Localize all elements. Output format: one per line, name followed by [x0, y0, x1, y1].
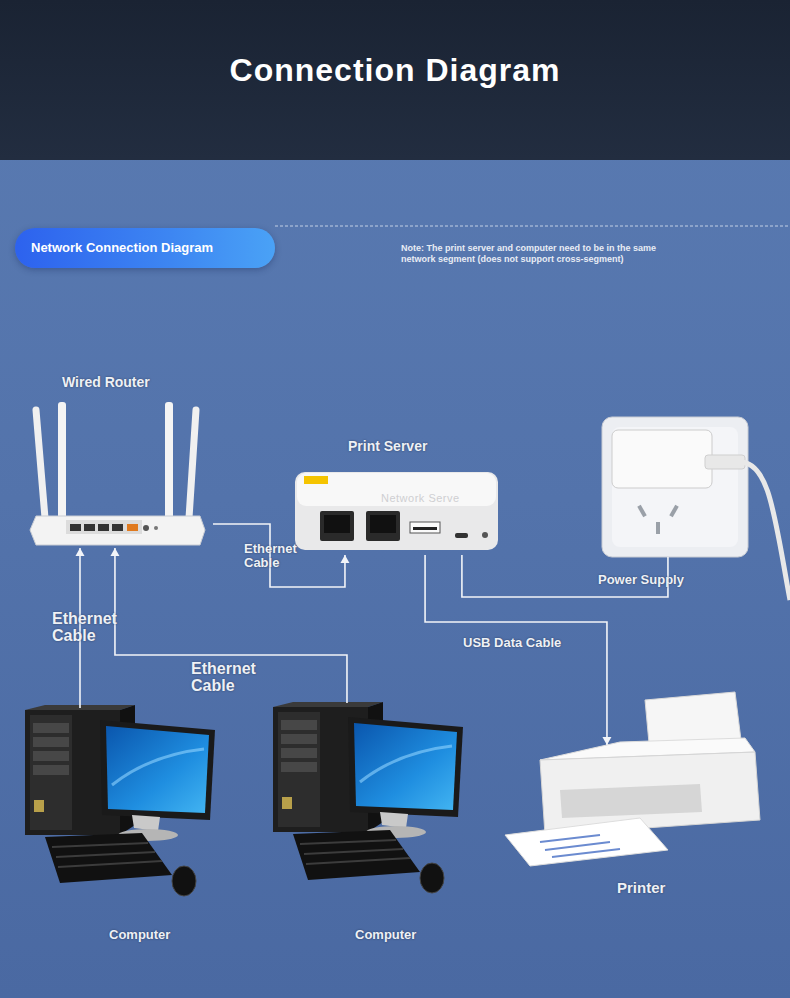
cable-label: Ethernet Cable — [52, 611, 137, 645]
print-server-node: Print ServerNetwork Serve — [293, 436, 500, 555]
printer-node: Printer — [528, 745, 763, 900]
power-supply-node: Power Supply — [600, 415, 752, 557]
router-illustration-part — [112, 524, 123, 531]
power-outlet-illustration-part — [705, 455, 745, 469]
router-illustration-part — [84, 524, 95, 531]
node-label: Print Server — [348, 438, 427, 454]
print-server-illustration-part — [413, 527, 437, 530]
print-server-illustration-part — [295, 472, 498, 550]
router-node: Wired Router — [28, 372, 213, 548]
print-server-illustration-part — [324, 515, 350, 533]
dashed-rule-part — [275, 226, 790, 227]
cable-label: USB Data Cable — [463, 636, 603, 650]
cable-label: Ethernet Cable — [191, 661, 276, 695]
print-server-illustration-part — [455, 533, 468, 538]
router-illustration-part — [154, 526, 158, 530]
cable-connector — [213, 524, 349, 587]
printer-illustration — [505, 692, 760, 866]
print-server-illustration-part — [320, 511, 354, 541]
cable-line — [425, 555, 607, 745]
arrow-head — [340, 555, 349, 563]
router-illustration-part — [36, 410, 45, 518]
router-illustration — [30, 402, 205, 545]
print-server-illustration-part — [370, 515, 396, 533]
power-outlet-illustration-part — [602, 417, 748, 557]
print-server-illustration-part — [366, 511, 400, 541]
router-illustration-part — [58, 402, 66, 520]
power-outlet-illustration-part — [637, 505, 646, 517]
router-illustration-part — [66, 520, 142, 534]
node-label: Computer — [355, 927, 416, 942]
cable-line — [213, 524, 345, 587]
printer-illustration-part — [505, 818, 668, 866]
print-server-illustration — [295, 472, 498, 550]
diagram-title: Connection Diagram — [0, 52, 790, 89]
computer-illustration-part — [273, 702, 463, 893]
computer-illustration — [25, 702, 463, 896]
arrow-head — [110, 548, 119, 556]
computer-node: Computer — [20, 708, 220, 948]
node-label: Network Connection Diagram — [31, 228, 213, 268]
router-illustration-part — [189, 410, 196, 518]
power-outlet-illustration-part — [656, 522, 660, 534]
arrow-head — [76, 548, 85, 556]
print-server-illustration-part — [410, 522, 440, 533]
node-label: Wired Router — [62, 374, 150, 390]
device-print: Network Serve — [381, 492, 460, 504]
node-label: Computer — [109, 927, 170, 942]
printer-illustration-part — [540, 752, 760, 835]
power-outlet-illustration-part — [669, 505, 678, 517]
arrow-head — [602, 737, 611, 745]
header-band-part — [0, 0, 790, 160]
power-outlet-illustration-part — [612, 427, 738, 547]
router-illustration-part — [98, 524, 109, 531]
section-pill: Network Connection Diagram — [15, 228, 275, 268]
computer-node: Computer — [268, 703, 463, 948]
cable-label: Ethernet Cable — [244, 542, 314, 569]
print-server-illustration-part — [304, 476, 328, 484]
router-illustration-part — [143, 525, 149, 531]
print-server-illustration-part — [482, 532, 488, 538]
node-label: Printer — [617, 879, 665, 896]
power-outlet-illustration-part — [740, 462, 790, 600]
printer-illustration-part — [560, 784, 702, 818]
router-illustration-part — [165, 402, 173, 520]
router-illustration-part — [127, 524, 138, 531]
header-band — [0, 0, 790, 160]
router-illustration-part — [30, 516, 205, 545]
node-label: Power Supply — [598, 572, 684, 587]
power-outlet-illustration-part — [612, 430, 712, 488]
printer-illustration-part — [540, 835, 620, 857]
cable-line — [115, 548, 347, 703]
router-illustration-part — [70, 524, 81, 531]
print-server-illustration-part — [297, 473, 496, 506]
cable-connector — [110, 548, 347, 703]
computer-illustration-part — [25, 705, 215, 896]
cable-connector — [425, 555, 611, 745]
note-text: Note: The print server and computer need… — [401, 243, 681, 265]
